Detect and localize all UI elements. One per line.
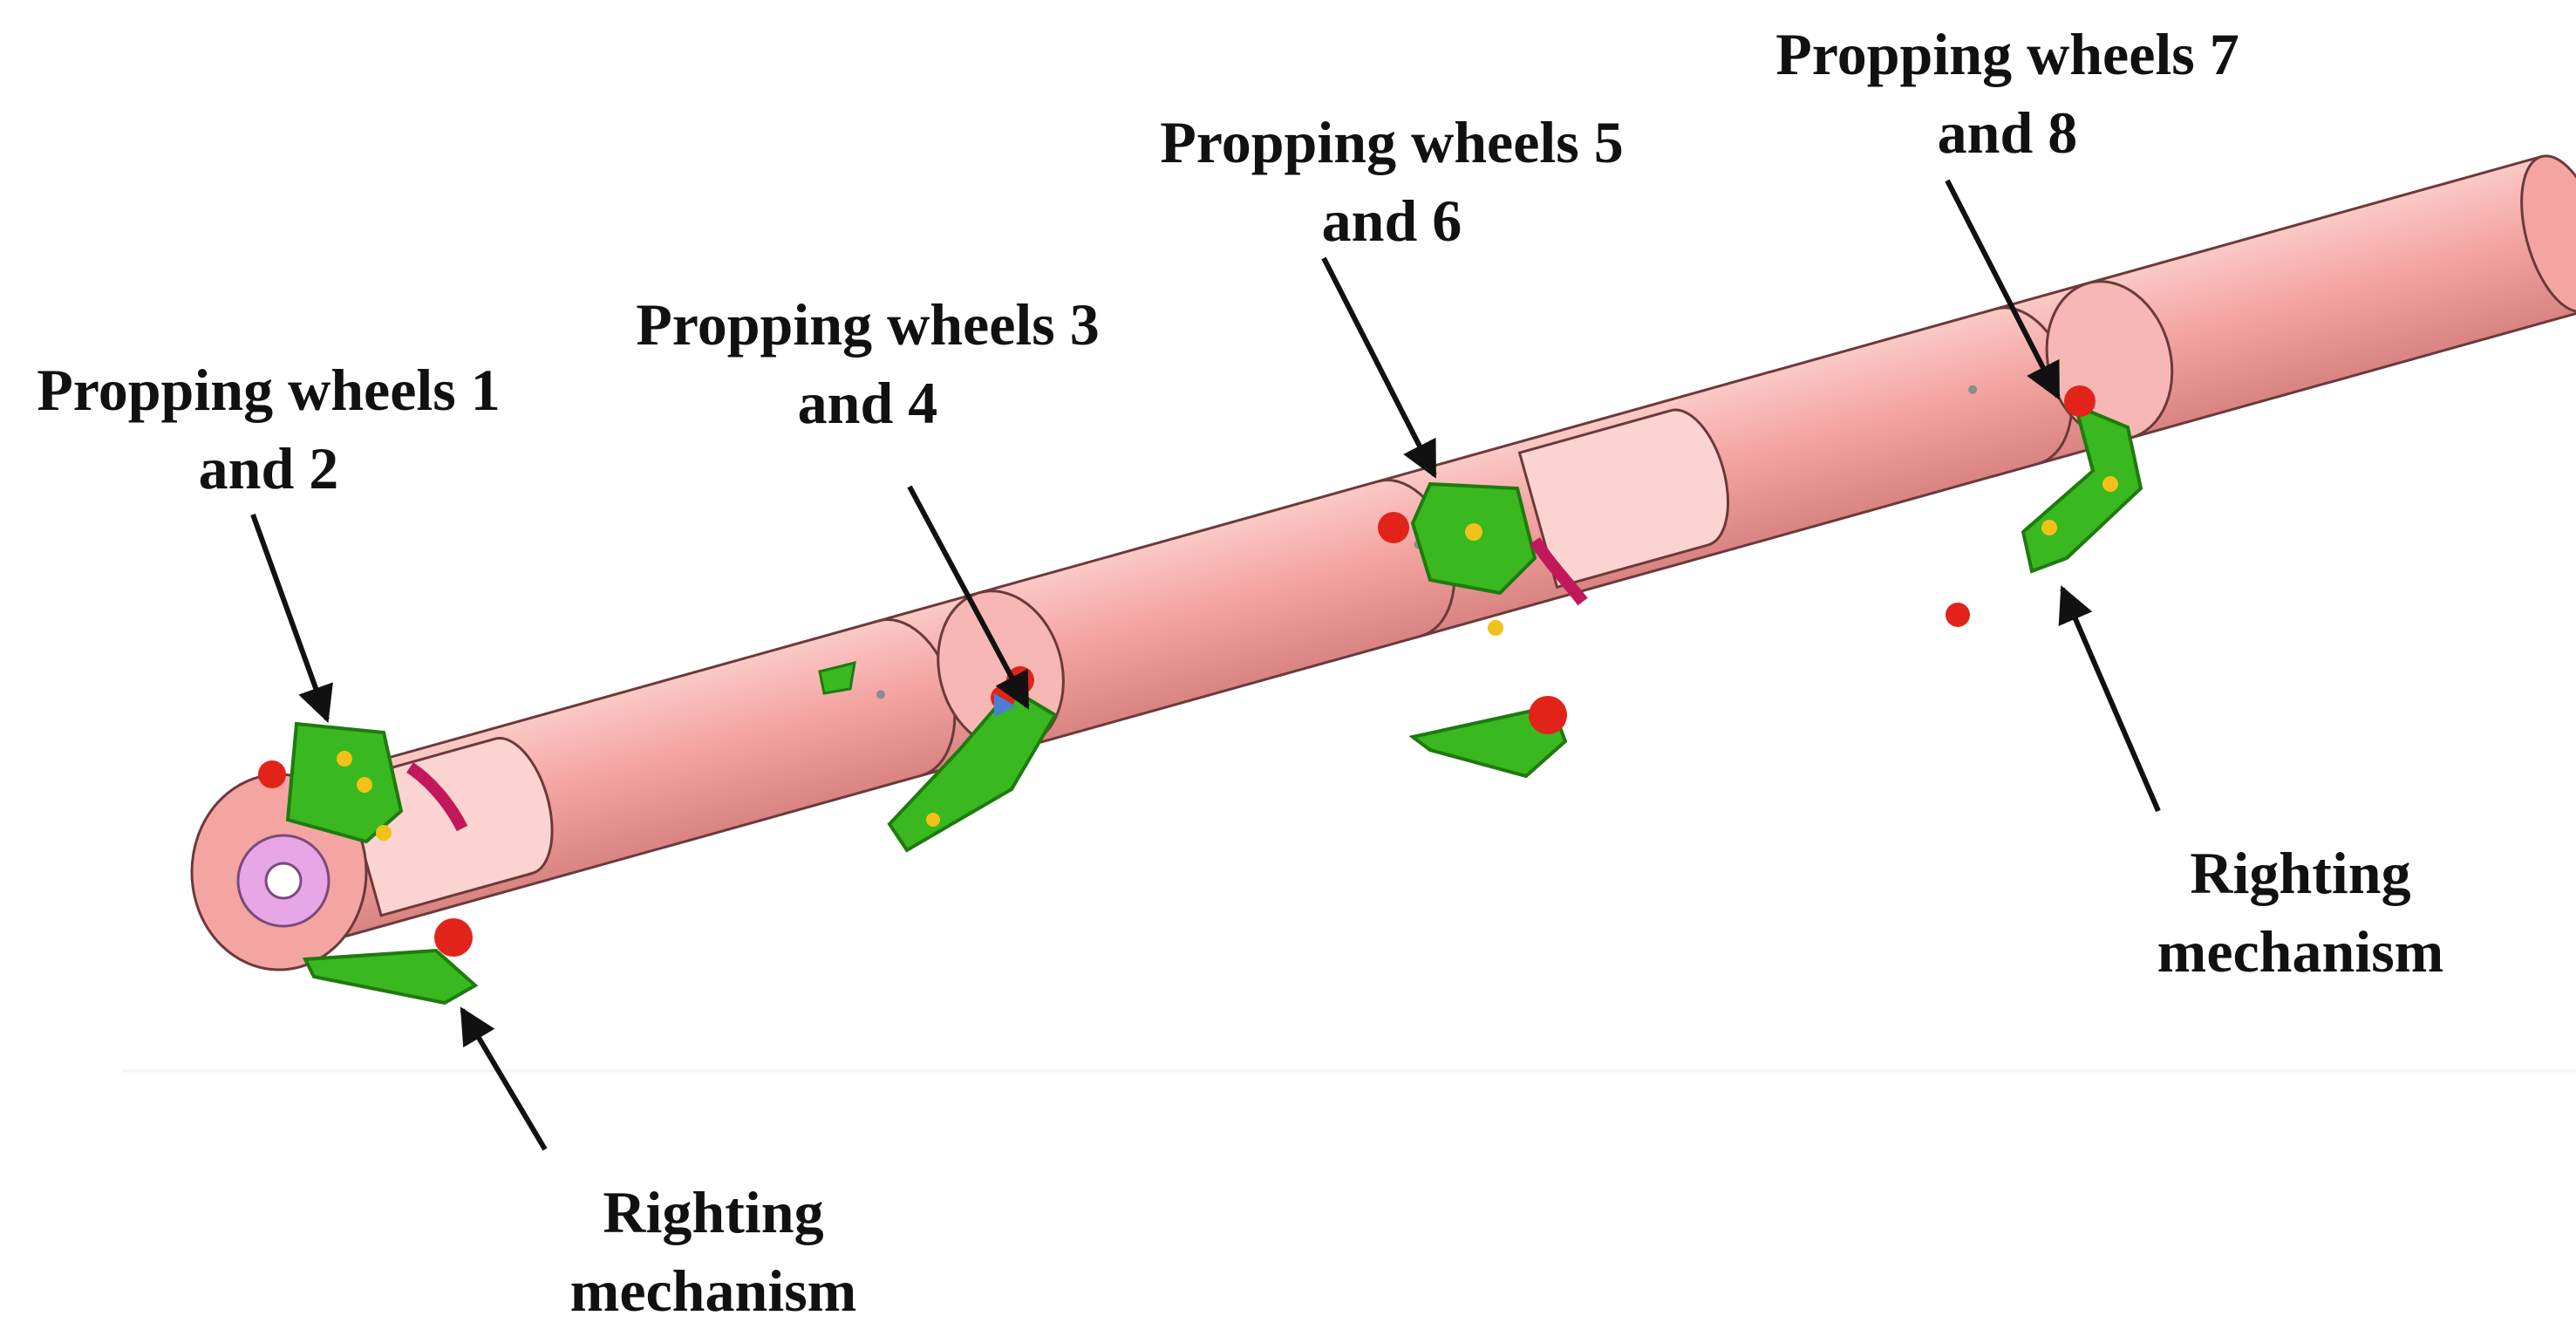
label-righting-mechanism-right: Righting mechanism xyxy=(2082,834,2518,991)
label-line-2: and 4 xyxy=(797,370,938,436)
mechanism-bracket-bottom xyxy=(302,948,479,1005)
label-propping-wheels-7-8: Propping wheels 7 and 8 xyxy=(1746,15,2269,172)
wheel-7 xyxy=(2064,385,2096,417)
wheel-6 xyxy=(1529,696,1567,734)
mechanism-bracket-5-6-bottom xyxy=(1408,704,1568,779)
bolt-7 xyxy=(2102,476,2118,492)
wheel-5 xyxy=(1378,512,1409,543)
arrow-righting-right xyxy=(2058,585,2161,813)
mechanism-wheels-5-6 xyxy=(1378,481,1588,779)
bolt-4 xyxy=(926,813,940,827)
arrow-righting-left xyxy=(460,1006,548,1151)
wheel-8 xyxy=(1946,603,1970,627)
arrow-wheels-7-8 xyxy=(1945,179,2061,400)
mechanism-wheels-7-8 xyxy=(1946,385,2143,627)
label-line-2: mechanism xyxy=(2157,918,2444,985)
arrow-wheels-3-4 xyxy=(907,485,1030,710)
bolt-8 xyxy=(2041,520,2057,535)
label-line-2: mechanism xyxy=(569,1258,857,1324)
label-righting-mechanism-left: Righting mechanism xyxy=(495,1173,931,1330)
bolt-1 xyxy=(337,751,352,767)
wheel-1 xyxy=(258,760,286,788)
mechanism-bracket-upper xyxy=(818,660,856,695)
wheel-2 xyxy=(434,918,473,957)
label-propping-wheels-5-6: Propping wheels 5 and 6 xyxy=(1130,103,1653,260)
label-propping-wheels-1-2: Propping wheels 1 and 2 xyxy=(7,351,530,508)
label-line-2: and 8 xyxy=(1937,99,2078,166)
mechanism-arm-3-4 xyxy=(887,686,1058,853)
label-line-1: Propping wheels 5 xyxy=(1160,109,1624,175)
arrow-wheels-5-6 xyxy=(1321,256,1437,479)
label-line-1: Righting xyxy=(2190,840,2411,906)
label-line-1: Propping wheels 7 xyxy=(1775,21,2239,87)
tube-far-end xyxy=(2520,154,2576,313)
surface-dot-3 xyxy=(1968,385,1978,394)
surface-dot-1 xyxy=(876,690,886,699)
bolt-2 xyxy=(357,777,372,793)
tool-body xyxy=(238,154,2576,956)
label-line-1: Propping wheels 3 xyxy=(636,291,1100,358)
bolt-5 xyxy=(1465,523,1482,541)
mechanism-wheels-1-2 xyxy=(258,721,479,1005)
label-line-2: and 2 xyxy=(198,435,339,501)
linkage-2 xyxy=(1530,537,1588,606)
label-line-1: Righting xyxy=(603,1179,824,1245)
label-line-2: and 6 xyxy=(1321,187,1462,254)
label-propping-wheels-3-4: Propping wheels 3 and 4 xyxy=(606,285,1129,442)
label-line-1: Propping wheels 1 xyxy=(37,357,501,423)
arrow-wheels-1-2 xyxy=(250,513,333,723)
bolt-6 xyxy=(1488,620,1503,636)
bolt-3 xyxy=(376,825,392,841)
end-cap-hub xyxy=(264,862,303,900)
mechanism-bracket-top xyxy=(285,721,404,844)
linkage-1 xyxy=(405,762,468,832)
window-cutout-2 xyxy=(1517,408,1729,590)
